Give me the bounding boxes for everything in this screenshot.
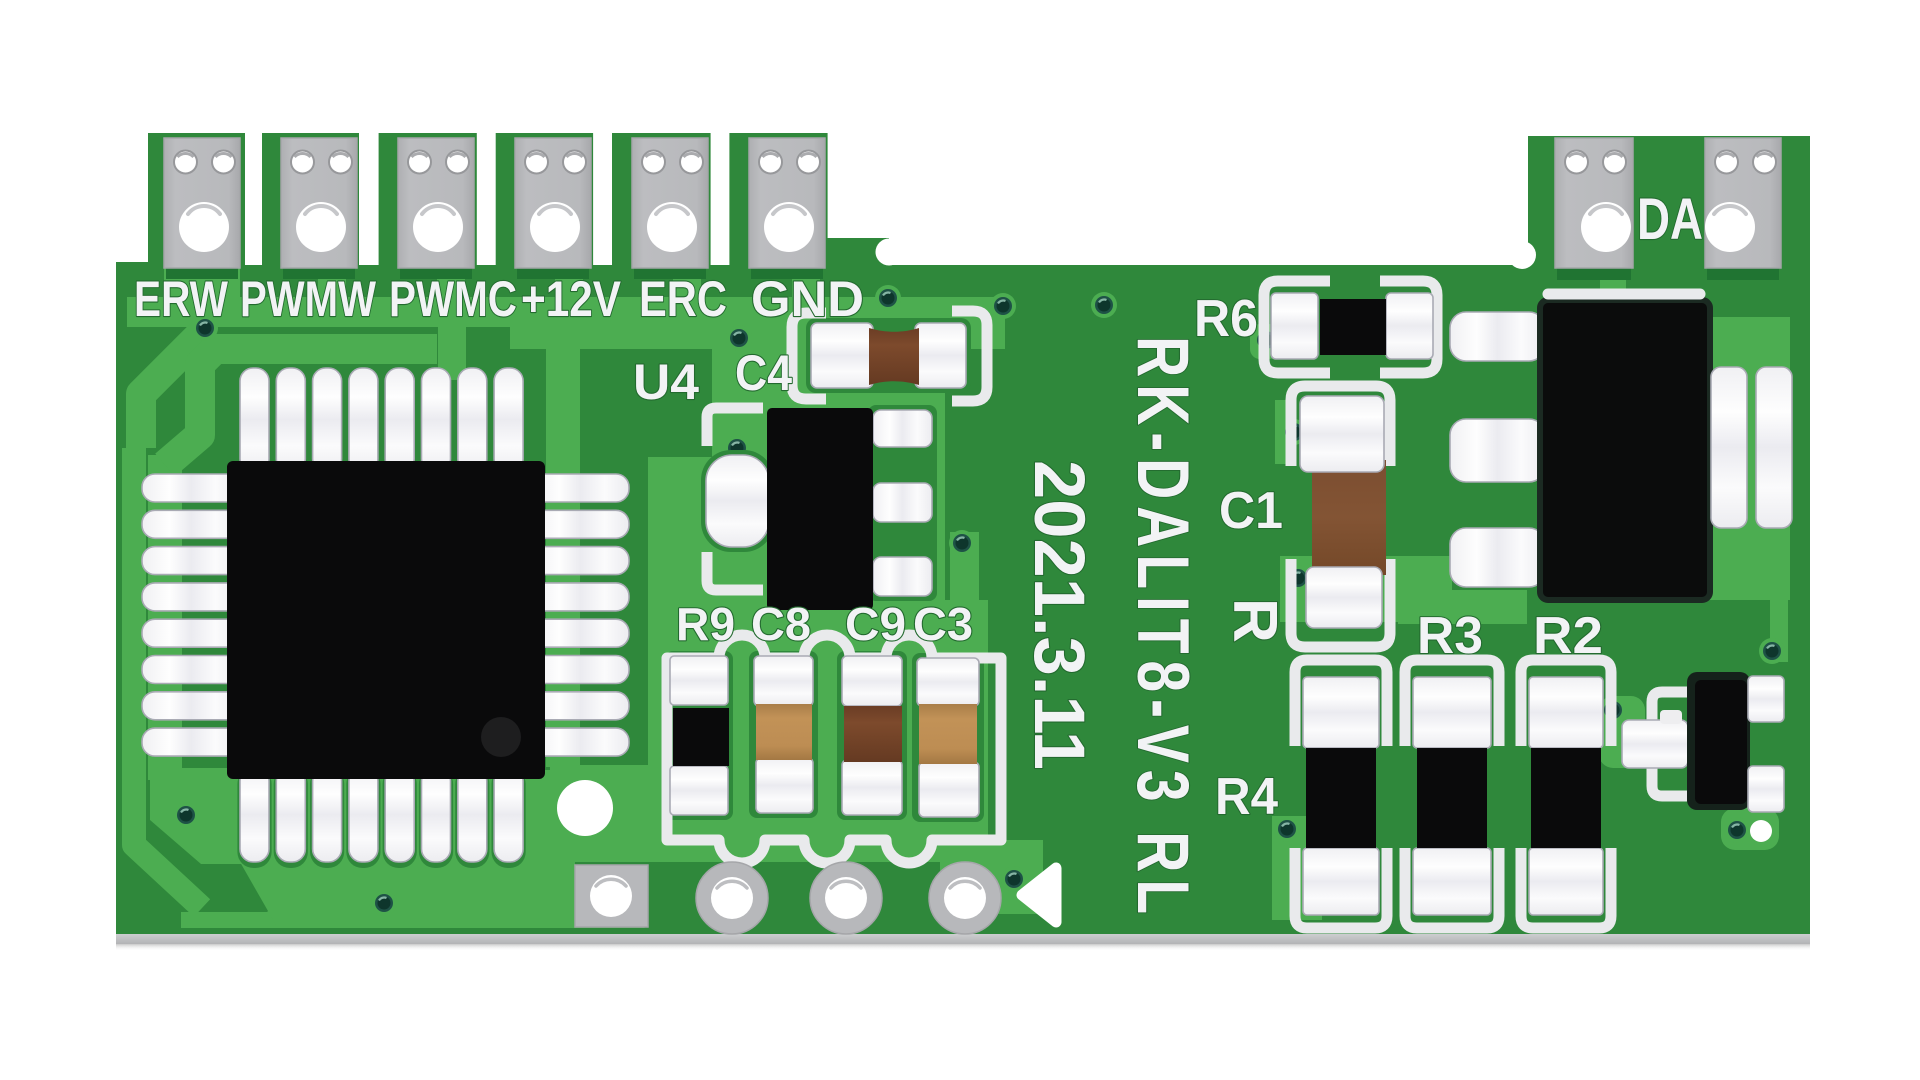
svg-text:C3: C3 (913, 598, 973, 650)
svg-text:R2: R2 (1533, 607, 1603, 665)
svg-text:+12V: +12V (521, 271, 622, 327)
svg-text:RK-DALIT8-V3 RL: RK-DALIT8-V3 RL (1122, 336, 1203, 921)
svg-text:GND: GND (751, 271, 864, 327)
svg-text:C8: C8 (751, 598, 811, 650)
svg-text:ERC: ERC (639, 271, 727, 327)
svg-text:DA: DA (1637, 187, 1703, 252)
svg-text:C9: C9 (845, 598, 906, 650)
svg-text:C4: C4 (735, 345, 792, 401)
svg-text:PWMC: PWMC (389, 271, 517, 327)
svg-text:R9: R9 (676, 598, 735, 650)
svg-text:C1: C1 (1219, 482, 1283, 540)
svg-text:R4: R4 (1215, 768, 1278, 826)
svg-text:2021.3.11: 2021.3.11 (1019, 460, 1098, 770)
svg-text:R: R (1220, 598, 1289, 643)
svg-text:ERW: ERW (134, 271, 229, 327)
svg-text:U4: U4 (633, 354, 699, 410)
svg-text:R6: R6 (1194, 290, 1258, 348)
svg-text:R3: R3 (1417, 607, 1483, 665)
svg-text:PWMW: PWMW (240, 271, 377, 327)
